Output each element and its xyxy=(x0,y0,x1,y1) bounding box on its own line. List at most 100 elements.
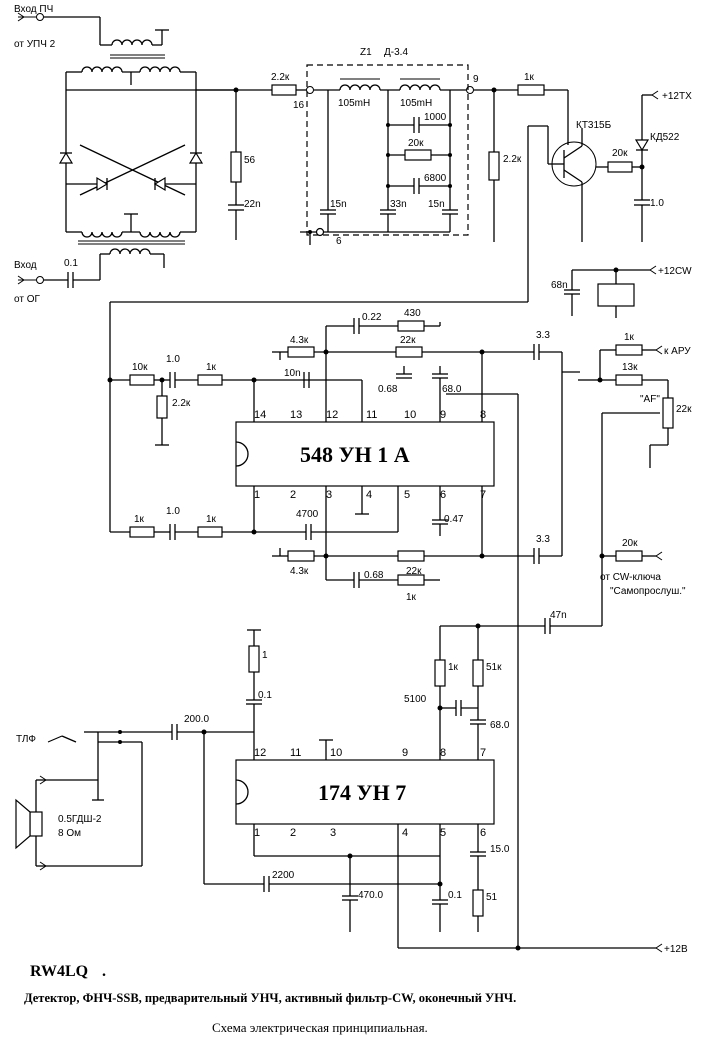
ic2-pin-12: 12 xyxy=(254,747,266,759)
c-3-3-a-label: 3.3 xyxy=(536,330,550,341)
resistor-2k2-out xyxy=(488,151,500,181)
ic1-name: 548 УН 1 А xyxy=(300,442,410,467)
og-input: Вход от ОГ 0.1 xyxy=(14,253,110,305)
power-tx-label: +12ТХ xyxy=(662,91,692,102)
agc-label: к АРУ xyxy=(664,346,691,357)
r-1k-e-label: 1к xyxy=(448,662,459,673)
r-430-label: 430 xyxy=(404,308,421,319)
ic1-pin-9: 9 xyxy=(440,409,446,421)
r-1k-a-label: 1к xyxy=(206,362,217,373)
filter-name: Z1 xyxy=(360,47,372,58)
ic2-pin-11: 11 xyxy=(290,747,301,759)
resistor-4k3-b xyxy=(287,550,315,562)
r-1k-c-label: 1к xyxy=(206,514,217,525)
ic1-pin-3: 3 xyxy=(326,489,332,501)
speaker-ohm-label: 8 Ом xyxy=(58,828,81,839)
resistor-1k-agc xyxy=(615,344,643,356)
af-label: "AF" xyxy=(640,394,660,405)
c-1000-label: 1000 xyxy=(424,112,447,123)
resistor-430 xyxy=(397,320,425,332)
ic2-pin-5: 5 xyxy=(440,827,446,839)
r-1k-d-label: 1к xyxy=(406,592,417,603)
r-56-label: 56 xyxy=(244,155,256,166)
c-3-3-b-label: 3.3 xyxy=(536,534,550,545)
r-1k-agc-label: 1к xyxy=(624,332,635,343)
resistor-20k-tx xyxy=(607,161,633,173)
ic2-pin-4: 4 xyxy=(402,827,408,839)
c-0-1-a-label: 0.1 xyxy=(258,690,272,701)
speaker-icon xyxy=(29,811,43,837)
ic1-pin-14: 14 xyxy=(254,409,266,421)
resistor-1k-a xyxy=(197,374,223,386)
c-15n-b-label: 15n xyxy=(428,199,445,210)
resistor-51k xyxy=(472,659,484,687)
c-47n-label: 47n xyxy=(550,610,567,621)
resistor-22k-a xyxy=(395,346,423,358)
ic2-name: 174 УН 7 xyxy=(318,780,406,805)
diode-icon xyxy=(153,176,166,192)
resistor-13k xyxy=(615,374,643,386)
c-470-0-label: 470.0 xyxy=(358,890,383,901)
af-potentiometer[interactable] xyxy=(662,397,674,429)
ic1-upper-wiring: 10к 1.0 1к 2.2к 10n 4.3к 0.22 430 xyxy=(107,301,563,948)
filter-z1: Z1 Д-3.4 105mH 105mH 15n 33n 15n 1000 xyxy=(300,47,479,247)
cw-power: +12CW 68n xyxy=(551,265,692,318)
c-4700-label: 4700 xyxy=(296,509,319,520)
r-20k-cw-label: 20к xyxy=(622,538,638,549)
c-200-0-label: 200.0 xyxy=(184,714,209,725)
resistor-10k xyxy=(129,374,155,386)
r-20k-tx-label: 20к xyxy=(612,148,628,159)
r-4k3-a-label: 4.3к xyxy=(290,335,309,346)
r-1-label: 1 xyxy=(262,650,268,661)
l1-label: 105mH xyxy=(338,98,370,109)
speaker-label: 0.5ГДШ-2 xyxy=(58,814,102,825)
ic1-body xyxy=(235,421,495,487)
if-input: Вход ПЧ от УПЧ 2 xyxy=(14,4,169,59)
resistor-1k-b xyxy=(129,526,155,538)
if-input-label: Вход ПЧ xyxy=(14,4,53,15)
resistor-1k-base xyxy=(517,84,545,96)
ic2-pin-6: 6 xyxy=(480,827,486,839)
author-dot: . xyxy=(102,963,106,980)
filter-pin-in: 16 xyxy=(293,100,305,111)
ic1-pin-12: 12 xyxy=(326,409,338,421)
og-input-source: от ОГ xyxy=(14,294,40,305)
r-2k2-out-label: 2.2к xyxy=(503,154,522,165)
ic1-lower-wiring: 1к 1.0 1к 4700 4.3к 0.68 1к 22к xyxy=(110,372,686,634)
detector-output: 56 22n 2.2к 16 xyxy=(196,72,314,240)
ic1-pin-13: 13 xyxy=(290,409,302,421)
output-stage: 2.2к 1к КТ315Б 20к КД522 +12ТХ 1.0 xyxy=(474,72,692,302)
power-cw-label: +12CW xyxy=(658,266,692,277)
ic2-wiring: 1к 51к 5100 68.0 1 0.1 200.0 xyxy=(98,623,688,955)
diode-label: КД522 xyxy=(650,132,680,143)
r-10k-label: 10к xyxy=(132,362,148,373)
r-51k-label: 51к xyxy=(486,662,502,673)
ic2-pin-7: 7 xyxy=(480,747,486,759)
resistor-1k-e xyxy=(434,659,446,687)
ic2-pin-8: 8 xyxy=(440,747,446,759)
resistor-51 xyxy=(472,889,484,917)
c-5100-label: 5100 xyxy=(404,694,427,705)
filter-pin-gnd: 6 xyxy=(336,236,342,247)
resistor-22k-b xyxy=(397,550,425,562)
c-68-0-label: 68.0 xyxy=(442,384,462,395)
relay-icon xyxy=(597,283,635,307)
c-0-22-label: 0.22 xyxy=(362,312,382,323)
c-0-68-a-label: 0.68 xyxy=(378,384,398,395)
ic2-pin-3: 3 xyxy=(330,827,336,839)
resistor-2k2-in xyxy=(271,84,297,96)
r-22k-pot-label: 22к xyxy=(676,404,692,415)
ring-detector xyxy=(58,66,236,268)
c-1-0-b-label: 1.0 xyxy=(166,506,180,517)
c-6800-label: 6800 xyxy=(424,173,447,184)
ic2-pin-10: 10 xyxy=(330,747,342,759)
resistor-2k2-g xyxy=(156,395,168,419)
r-2k2-g-label: 2.2к xyxy=(172,398,191,409)
ic1-pin-7: 7 xyxy=(480,489,486,501)
c-1-0-a-label: 1.0 xyxy=(166,354,180,365)
ic2-pin-1: 1 xyxy=(254,827,260,839)
resistor-1 xyxy=(248,645,260,673)
ic2-pin-9: 9 xyxy=(402,747,408,759)
r-20k-f-label: 20к xyxy=(408,138,424,149)
